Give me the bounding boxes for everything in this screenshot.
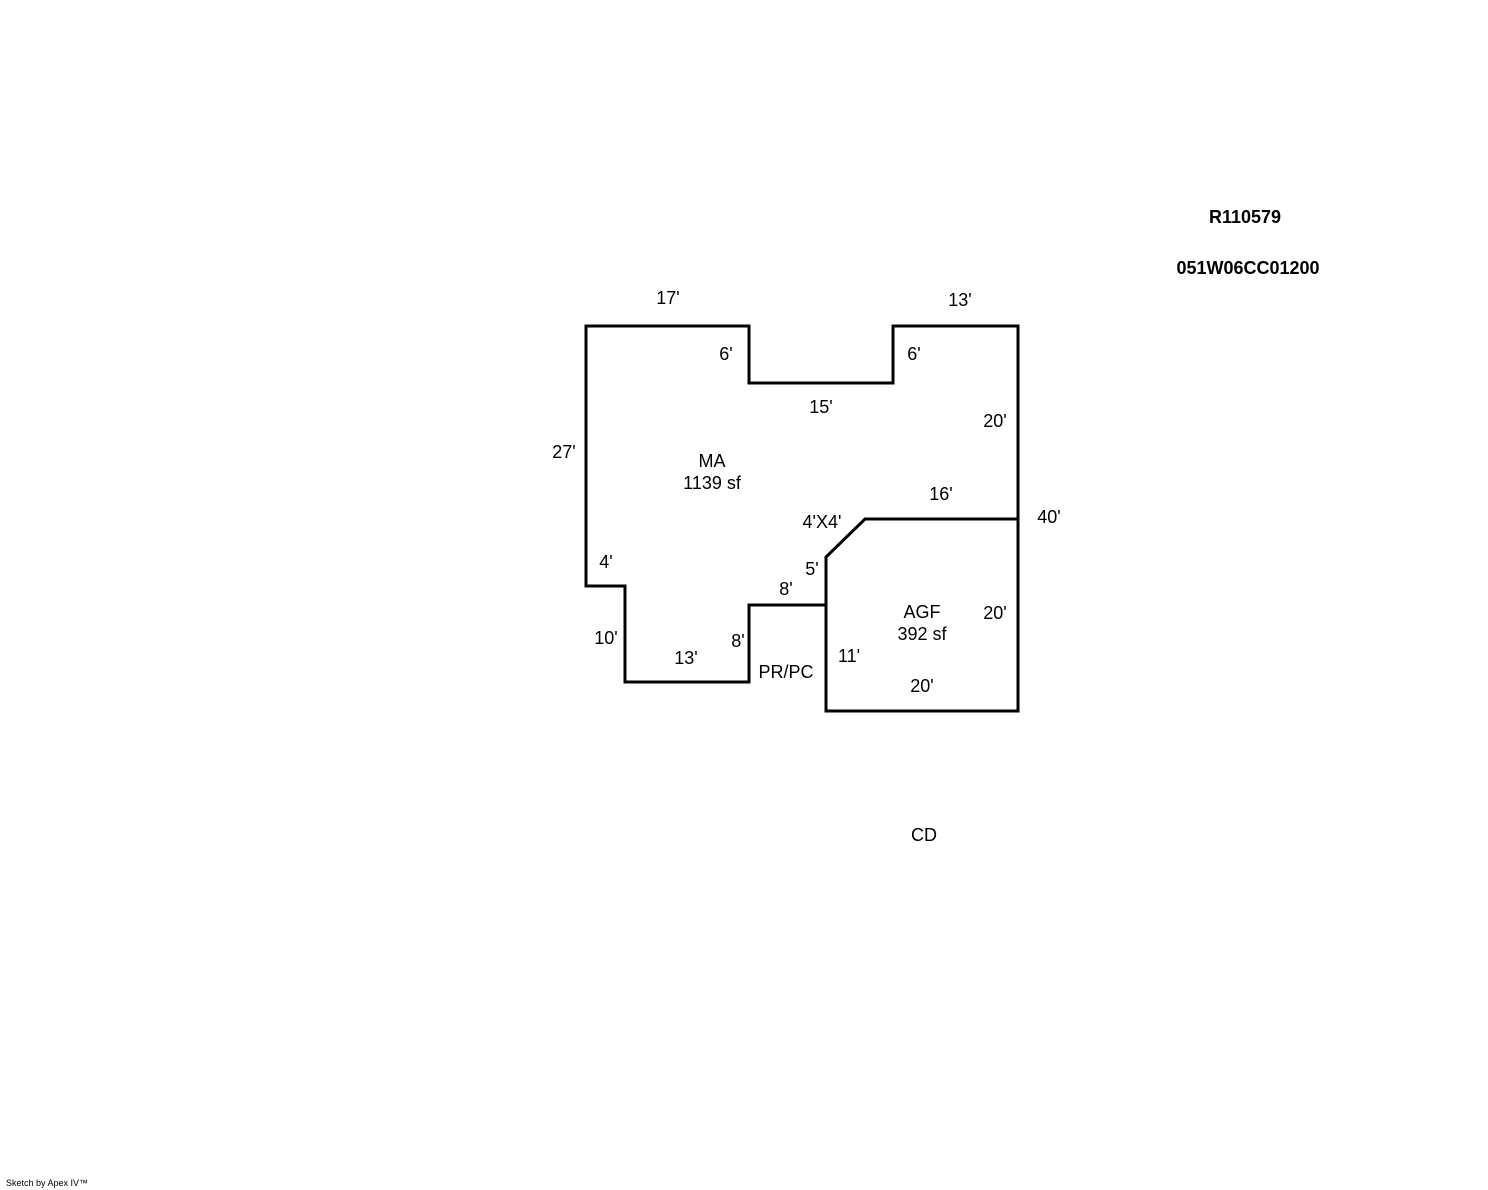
sketch-credit: Sketch by Apex IV™ [6,1178,89,1188]
parcel-id: 051W06CC01200 [1176,258,1320,278]
dim-label: 17' [656,288,680,308]
main-area-size: 1139 sf [683,473,741,493]
main-area-outline [584,324,1020,684]
main-area-code: MA [698,451,726,471]
dim-label: 11' [837,646,861,666]
dim-label: 15' [809,397,833,417]
garage-outline [824,519,1020,713]
dim-label: 5' [805,559,819,579]
dim-label: 6' [719,344,733,364]
deck-label: CD [911,825,937,845]
dim-label: 13' [948,290,972,310]
dim-label: 16' [929,484,953,504]
garage-code: AGF [903,602,941,622]
porch-label: PR/PC [758,662,814,682]
dim-label: 27' [552,442,576,462]
dim-label: 20' [910,676,934,696]
garage-size: 392 sf [897,624,947,644]
record-id: R110579 [1208,207,1282,227]
dim-label: 13' [674,648,698,668]
dim-label: 4'X4' [802,512,842,532]
dim-label: 4' [599,552,613,572]
dim-label: 8' [731,631,745,651]
dim-label: 8' [779,579,793,599]
dim-label: 20' [983,603,1007,623]
dim-label: 6' [907,344,921,364]
dim-label: 20' [983,411,1007,431]
dim-label: 40' [1037,507,1061,527]
dim-label: 10' [594,628,618,648]
